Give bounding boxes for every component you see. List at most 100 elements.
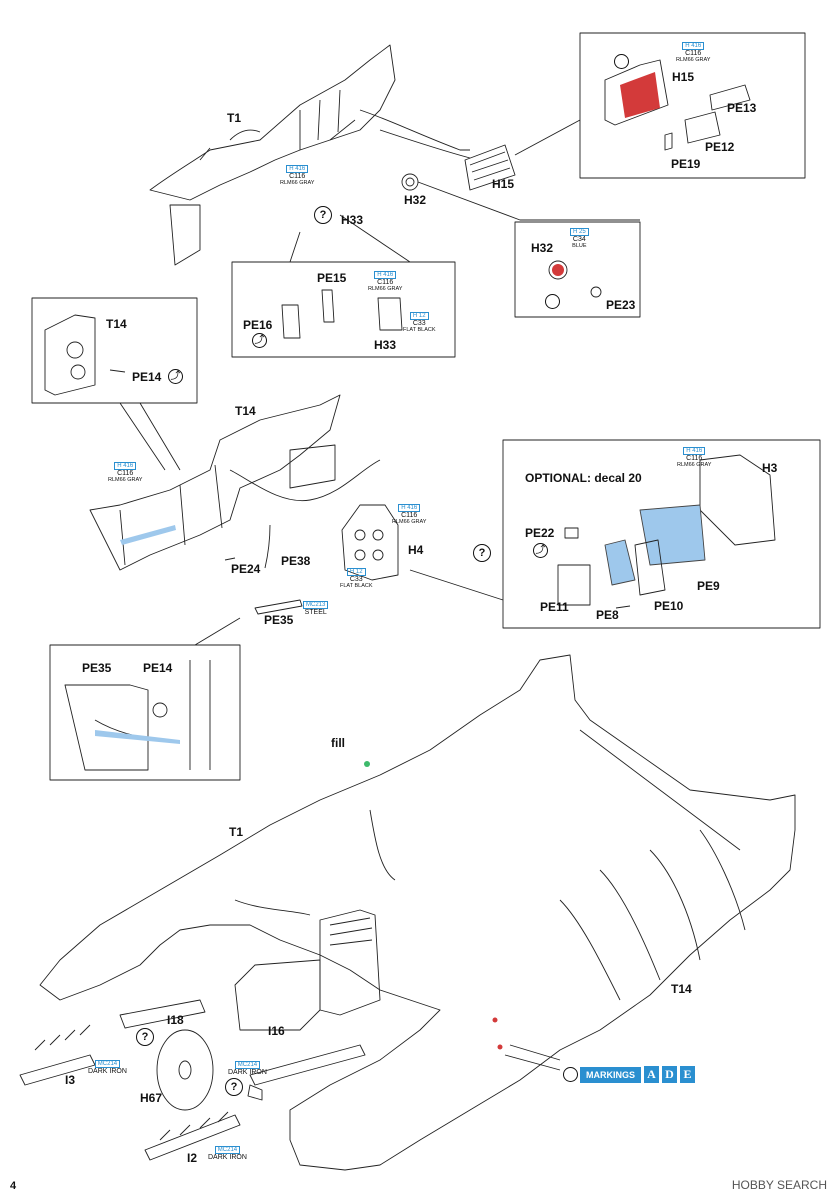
- part-label-pe13: PE13: [727, 101, 757, 115]
- paint-code-mr: C116: [685, 50, 702, 58]
- paint-name: RLM66 GRAY: [368, 285, 403, 292]
- part-label-pe38: PE38: [281, 554, 311, 568]
- bend-arrow-icon: ⤴: [252, 333, 267, 348]
- paint-name: RLM66 GRAY: [108, 476, 143, 483]
- part-label-h33-b: H33: [374, 338, 397, 352]
- paint-callout-t1: H 416 C116 RLM66 GRAY: [280, 165, 314, 186]
- paint-name: DARK IRON: [208, 1154, 247, 1162]
- part-label-h67: H67: [140, 1091, 163, 1105]
- paint-callout-t14: H 416 C116 RLM66 GRAY: [108, 462, 142, 483]
- part-label-h33: H33: [341, 213, 364, 227]
- paint-callout-h3: H 416 C116 RLM66 GRAY: [677, 447, 711, 468]
- part-label-h15-a: H15: [672, 70, 695, 84]
- part-label-pe8: PE8: [596, 608, 619, 622]
- paint-callout-h4-gray: H 416 C116 RLM66 GRAY: [392, 504, 426, 525]
- paint-callout-i3: MC214 DARK IRON: [88, 1060, 127, 1076]
- bend-arrow-icon: ⤴: [533, 543, 548, 558]
- paint-callout-h4-black: H 12 C33 FLAT BLACK: [340, 568, 373, 589]
- option-question-icon: ?: [225, 1078, 243, 1096]
- paint-callout-h15: H 416 C116 RLM66 GRAY: [676, 42, 710, 63]
- part-label-i3: I3: [65, 1073, 76, 1087]
- paint-name: RLM66 GRAY: [676, 56, 711, 63]
- markings-label: MARKINGS: [580, 1066, 641, 1083]
- paint-code-mr: C116: [289, 173, 306, 181]
- paint-code-mr: C33: [349, 576, 363, 584]
- marking-letter: D: [662, 1066, 677, 1083]
- part-label-pe35: PE35: [264, 613, 294, 627]
- part-label-pe15: PE15: [317, 271, 347, 285]
- paint-code-mr: C116: [401, 512, 418, 520]
- part-label-pe19: PE19: [671, 157, 701, 171]
- part-label-pe14-a: PE14: [132, 370, 162, 384]
- paint-code-hobby: MC214: [94, 1060, 121, 1069]
- paint-brush-icon: [614, 54, 629, 69]
- paint-code-mr: C34: [572, 236, 586, 244]
- part-label-pe12: PE12: [705, 140, 735, 154]
- part-label-h15-b: H15: [492, 177, 515, 191]
- part-label-pe23: PE23: [606, 298, 636, 312]
- paint-code-hobby: MC213: [303, 601, 329, 610]
- paint-code-hobby: H 12: [346, 568, 366, 577]
- optional-decal-note: OPTIONAL: decal 20: [525, 471, 642, 485]
- paint-name: FLAT BLACK: [340, 582, 373, 589]
- paint-callout-h32: H 25 C34 BLUE: [570, 228, 589, 249]
- paint-callout-pe35: MC213 STEEL: [303, 601, 329, 617]
- part-label-t1-top: T1: [227, 111, 242, 125]
- option-question-icon: ?: [473, 544, 491, 562]
- part-label-pe16: PE16: [243, 318, 273, 332]
- option-question-icon: ?: [136, 1028, 154, 1046]
- paint-callout-h33-black: H 12 C33 FLAT BLACK: [403, 312, 436, 333]
- paint-name: RLM66 GRAY: [280, 179, 315, 186]
- part-label-h32-a: H32: [404, 193, 427, 207]
- paint-code-hobby: H 25: [570, 228, 589, 237]
- paint-code-hobby: H 416: [114, 462, 137, 471]
- paint-code-mr: C116: [377, 279, 394, 287]
- paint-callout-h33-gray: H 416 C116 RLM66 GRAY: [368, 271, 402, 292]
- part-label-pe11: PE11: [540, 600, 569, 614]
- paint-callout-i2: MC214 DARK IRON: [208, 1146, 247, 1162]
- part-label-fill: fill: [331, 736, 345, 750]
- decal-icon: [563, 1067, 578, 1082]
- paint-name: DARK IRON: [88, 1068, 127, 1076]
- part-label-t14-low: T14: [671, 982, 692, 996]
- paint-name: RLM66 GRAY: [392, 518, 427, 525]
- paint-code-hobby: H 416: [398, 504, 421, 513]
- part-label-pe35-inset: PE35: [82, 661, 112, 675]
- part-label-pe9: PE9: [697, 579, 720, 593]
- paint-code-hobby: MC214: [214, 1146, 241, 1155]
- paint-code-hobby: H 416: [683, 447, 706, 456]
- part-label-h4: H4: [408, 543, 424, 557]
- paint-code-hobby: H 12: [409, 312, 429, 321]
- part-label-i16: I16: [268, 1024, 285, 1038]
- part-label-t1-low: T1: [229, 825, 244, 839]
- paint-code-mr: C116: [117, 470, 134, 478]
- paint-code-hobby: H 416: [682, 42, 705, 51]
- paint-callout-i16: MC214 DARK IRON: [228, 1061, 267, 1077]
- part-label-i2: I2: [187, 1151, 198, 1165]
- part-label-pe24: PE24: [231, 562, 261, 576]
- part-label-pe22: PE22: [525, 526, 555, 540]
- part-label-t14-mid: T14: [235, 404, 256, 418]
- markings-badge: MARKINGS A D E: [580, 1066, 695, 1083]
- paint-code-hobby: MC214: [234, 1061, 261, 1070]
- paint-name: STEEL: [304, 609, 327, 617]
- paint-name: BLUE: [572, 242, 587, 249]
- part-label-i18: I18: [167, 1013, 184, 1027]
- part-label-h3: H3: [762, 461, 778, 475]
- part-label-pe10: PE10: [654, 599, 684, 613]
- paint-name: RLM66 GRAY: [677, 461, 712, 468]
- paint-name: DARK IRON: [228, 1069, 267, 1077]
- option-question-icon: ?: [314, 206, 332, 224]
- part-label-h32-b: H32: [531, 241, 554, 255]
- marking-letter: E: [680, 1066, 695, 1083]
- paint-brush-icon: [545, 294, 560, 309]
- paint-name: FLAT BLACK: [403, 326, 436, 333]
- paint-code-mr: C33: [412, 320, 426, 328]
- page-number: 4: [10, 1180, 17, 1192]
- paint-code-mr: C116: [686, 455, 703, 463]
- part-label-pe14-inset: PE14: [143, 661, 173, 675]
- watermark: HOBBY SEARCH: [731, 1178, 827, 1192]
- part-label-t14-inset: T14: [106, 317, 127, 331]
- bend-arrow-icon: ⤴: [168, 369, 183, 384]
